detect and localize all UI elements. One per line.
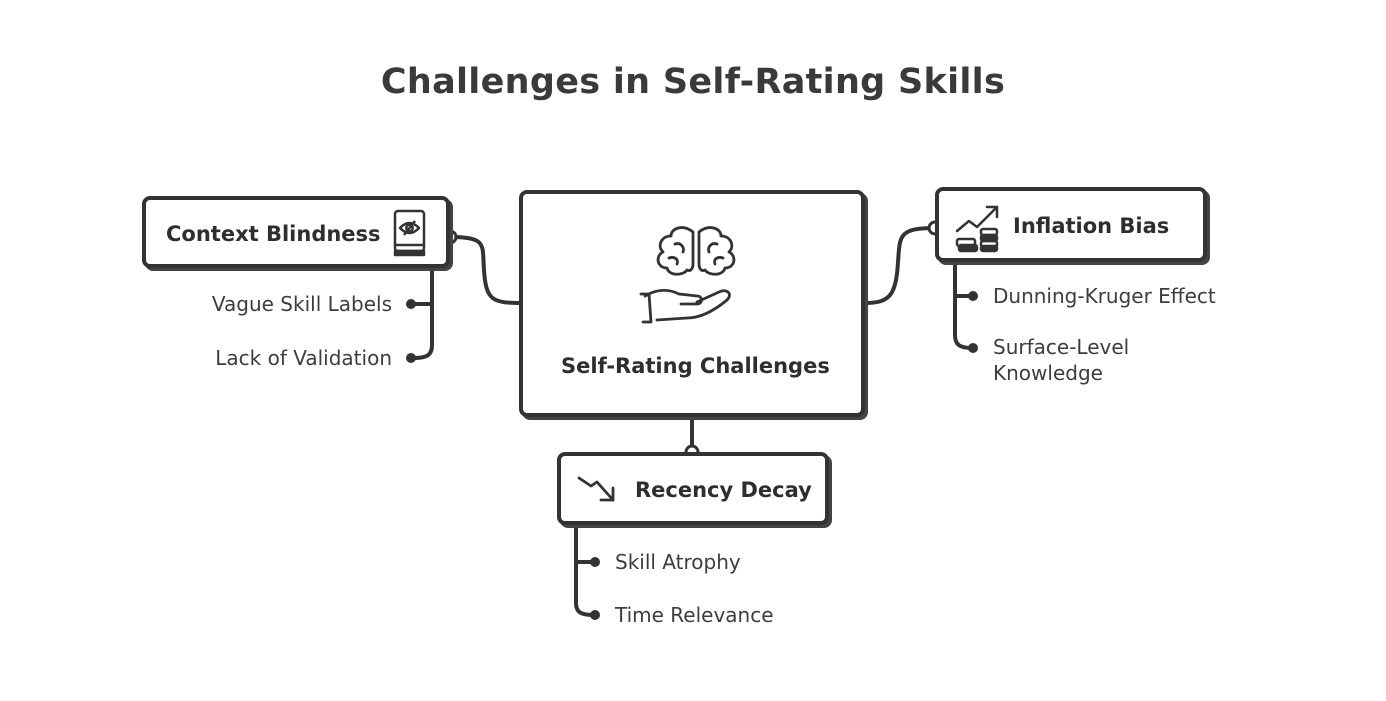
node-self-rating-challenges-label: Self-Rating Challenges: [561, 354, 830, 378]
bottom-item-skill-atrophy: Skill Atrophy: [615, 550, 741, 574]
spine-left: [411, 266, 434, 360]
right-item-dunning-kruger: Dunning-Kruger Effect: [993, 284, 1216, 308]
connector-right-center: [863, 226, 937, 305]
spine-bottom: [574, 523, 596, 617]
node-context-blindness: Context Blindness: [142, 196, 450, 268]
dot-left-1: [406, 299, 416, 309]
dot-left-2: [406, 353, 416, 363]
left-item-lack-of-validation: Lack of Validation: [215, 346, 392, 370]
right-item-surface-level: Surface-Level Knowledge: [993, 335, 1130, 385]
brain-hand-icon: [639, 226, 736, 324]
node-context-blindness-label: Context Blindness: [166, 222, 381, 246]
dot-bottom-2: [590, 610, 600, 620]
node-self-rating-challenges: Self-Rating Challenges: [519, 190, 865, 417]
dot-bottom-1: [590, 557, 600, 567]
downtrend-arrow-icon: [577, 476, 615, 502]
diagram-title: Challenges in Self-Rating Skills: [380, 62, 1006, 102]
rising-chart-coins-icon: [955, 205, 999, 253]
node-inflation-bias-label: Inflation Bias: [1013, 214, 1170, 238]
node-inflation-bias: Inflation Bias: [935, 187, 1207, 262]
left-item-vague-skill-labels: Vague Skill Labels: [211, 292, 392, 316]
connector-left-center: [448, 235, 523, 305]
dot-right-1: [968, 291, 978, 301]
bottom-item-time-relevance: Time Relevance: [615, 603, 774, 627]
dot-right-2: [968, 343, 978, 353]
node-recency-decay-label: Recency Decay: [635, 478, 812, 502]
node-recency-decay: Recency Decay: [557, 452, 829, 525]
book-eye-icon: [393, 209, 426, 257]
spine-right: [953, 260, 974, 350]
